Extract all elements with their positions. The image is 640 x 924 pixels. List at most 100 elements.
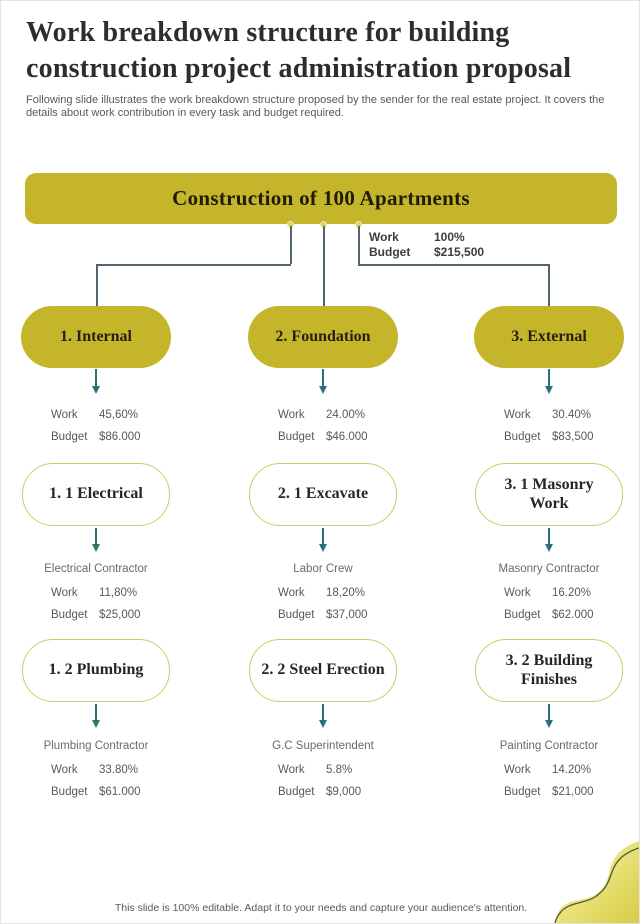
work-label: Work	[278, 764, 305, 776]
connector-line	[358, 264, 549, 266]
work-value: 14.20%	[552, 764, 592, 776]
branch-stats: Work 24.00% Budget $46.000	[243, 404, 403, 448]
contractor-name: Electrical Contractor	[44, 563, 148, 575]
branch-node-external: 3. External	[474, 306, 624, 368]
budget-label: Budget	[504, 431, 541, 443]
root-budget-label: Budget	[369, 245, 411, 259]
work-label: Work	[278, 587, 305, 599]
branch-node-label: 3. External	[511, 328, 587, 345]
branch-internal: 1. Internal Work 45,60% Budget $86.000 1. …	[1, 1, 191, 923]
budget-label: Budget	[51, 786, 88, 798]
contractor-name: G.C Superintendent	[272, 740, 374, 752]
budget-value: $83,500	[552, 431, 594, 443]
budget-label: Budget	[504, 609, 541, 621]
decorative-blob-shape	[554, 841, 639, 923]
budget-label: Budget	[278, 786, 315, 798]
work-label: Work	[504, 409, 531, 421]
root-budget-value: $215,500	[434, 245, 485, 259]
task-stats: Work 33.80% Budget $61.000	[16, 759, 176, 803]
budget-value: $37,000	[326, 609, 368, 621]
work-label: Work	[278, 409, 305, 421]
root-stats: Work 100% Budget $215,500	[369, 230, 484, 260]
branch-node-internal: 1. Internal	[21, 306, 171, 368]
down-arrow-icon	[90, 704, 102, 728]
work-label: Work	[51, 764, 78, 776]
work-value: 45,60%	[99, 409, 139, 421]
page-subtitle: Following slide illustrates the work bre…	[26, 94, 605, 120]
work-value: 24.00%	[326, 409, 366, 421]
budget-label: Budget	[278, 431, 315, 443]
task-node-label: 2. 1 Excavate	[277, 485, 369, 503]
budget-value: $86.000	[99, 431, 141, 443]
branch-external: 3. External Work 30.40% Budget $83,500 3. …	[454, 1, 639, 923]
budget-value: $61.000	[99, 786, 141, 798]
work-value: 30.40%	[552, 409, 592, 421]
root-node-label: Construction of 100 Apartments	[172, 186, 470, 210]
down-arrow-icon	[543, 369, 555, 394]
down-arrow-icon	[543, 704, 555, 728]
branch-node-foundation: 2. Foundation	[248, 306, 398, 368]
budget-label: Budget	[504, 786, 541, 798]
down-arrow-icon	[90, 528, 102, 552]
contractor-name: Masonry Contractor	[498, 563, 600, 575]
branch-node-label: 1. Internal	[60, 328, 132, 345]
connector-line	[96, 264, 98, 306]
work-value: 5.8%	[326, 764, 353, 776]
work-value: 16.20%	[552, 587, 592, 599]
budget-value: $25,000	[99, 609, 141, 621]
work-label: Work	[51, 409, 78, 421]
work-value: 11,80%	[99, 587, 138, 599]
budget-label: Budget	[51, 609, 88, 621]
task-stats: Work 14.20% Budget $21,000	[469, 759, 629, 803]
work-label: Work	[504, 764, 531, 776]
connector-line	[96, 264, 291, 266]
branch-node-label: 2. Foundation	[275, 328, 371, 345]
task-node-building-finishes: 3. 2 Building Finishes	[475, 639, 623, 702]
task-stats: Work 16.20% Budget $62.000	[469, 582, 629, 626]
down-arrow-icon	[317, 369, 329, 394]
branch-stats: Work 30.40% Budget $83,500	[469, 404, 629, 448]
task-node-steel-erection: 2. 2 Steel Erection	[249, 639, 397, 702]
budget-value: $62.000	[552, 609, 594, 621]
down-arrow-icon	[317, 528, 329, 552]
work-value: 33.80%	[99, 764, 139, 776]
task-node-label: 2. 2 Steel Erection	[261, 661, 385, 679]
work-label: Work	[51, 587, 78, 599]
contractor-name: Plumbing Contractor	[43, 740, 149, 752]
task-node-masonry-work: 3. 1 Masonry Work	[475, 463, 623, 526]
root-work-value: 100%	[434, 230, 465, 244]
budget-value: $46.000	[326, 431, 368, 443]
budget-value: $9,000	[326, 786, 362, 798]
root-work-row: Work 100%	[369, 230, 484, 245]
budget-label: Budget	[51, 431, 88, 443]
task-stats: Work 5.8% Budget $9,000	[243, 759, 403, 803]
footer-note: This slide is 100% editable. Adapt it to…	[114, 902, 528, 914]
connector-line	[323, 226, 325, 306]
work-value: 18,20%	[326, 587, 366, 599]
connector-line	[358, 226, 360, 264]
budget-value: $21,000	[552, 786, 594, 798]
root-budget-row: Budget $215,500	[369, 245, 484, 260]
down-arrow-icon	[317, 704, 329, 728]
task-node-label: 3. 2 Building Finishes	[505, 652, 593, 688]
branch-foundation: 2. Foundation Work 24.00% Budget $46.000 2…	[228, 1, 418, 923]
down-arrow-icon	[543, 528, 555, 552]
work-label: Work	[504, 587, 531, 599]
task-node-label: 1. 2 Plumbing	[48, 661, 144, 679]
page-title: Work breakdown structure for building co…	[26, 17, 572, 84]
budget-label: Budget	[278, 609, 315, 621]
task-node-label: 3. 1 Masonry Work	[504, 476, 594, 512]
root-node: Construction of 100 Apartments	[25, 173, 617, 224]
task-node-excavate: 2. 1 Excavate	[249, 463, 397, 526]
root-work-label: Work	[369, 230, 399, 244]
task-stats: Work 18,20% Budget $37,000	[243, 582, 403, 626]
contractor-name: Painting Contractor	[499, 740, 599, 752]
contractor-name: Labor Crew	[293, 563, 353, 575]
down-arrow-icon	[90, 369, 102, 394]
connector-line	[290, 226, 292, 264]
task-node-electrical: 1. 1 Electrical	[22, 463, 170, 526]
branch-stats: Work 45,60% Budget $86.000	[16, 404, 176, 448]
connector-line	[548, 264, 550, 306]
task-node-plumbing: 1. 2 Plumbing	[22, 639, 170, 702]
